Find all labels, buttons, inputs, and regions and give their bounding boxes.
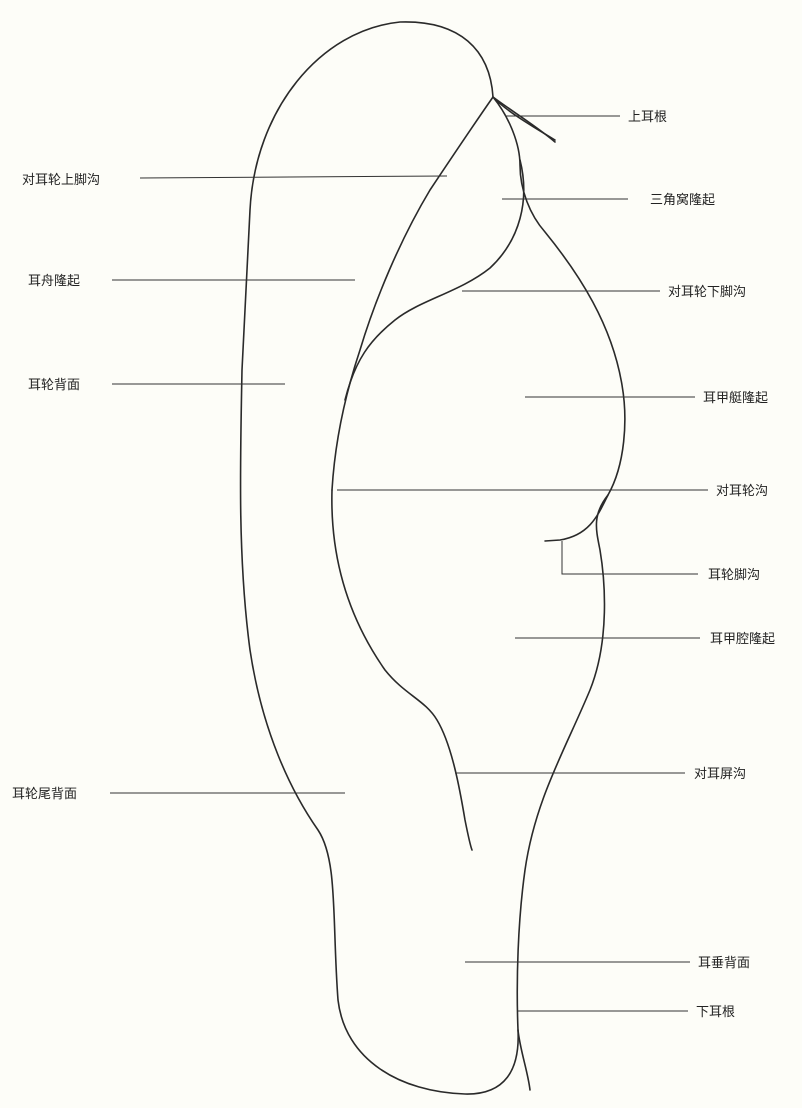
labels: 上耳根 对耳轮上脚沟 三角窝隆起 耳舟隆起 对耳轮下脚沟 耳轮背面 耳甲艇隆起 … xyxy=(12,110,775,1020)
label-xia-er-gen: 下耳根 xyxy=(696,1005,735,1020)
helix-crus-groove-line xyxy=(544,494,609,542)
label-er-zhou-long-qi: 耳舟隆起 xyxy=(28,274,80,289)
label-er-lun-wei-bei-mian: 耳轮尾背面 xyxy=(12,787,77,802)
label-er-chui-bei-mian: 耳垂背面 xyxy=(698,956,750,971)
leader-er-lun-jiao-gou xyxy=(561,541,698,575)
label-dui-er-lun-gou: 对耳轮沟 xyxy=(716,484,768,499)
label-er-jia-qiang-long-qi: 耳甲腔隆起 xyxy=(710,632,775,647)
label-dui-er-lun-xia-jiao-gou: 对耳轮下脚沟 xyxy=(668,284,746,300)
lower-root-line xyxy=(517,1029,531,1091)
label-shang-er-gen: 上耳根 xyxy=(628,110,667,125)
antihelix-groove-line xyxy=(331,489,473,851)
leader-lines xyxy=(110,115,708,1012)
label-san-jiao-wo-long-qi: 三角窝隆起 xyxy=(650,192,715,208)
inferior-crus-groove-line xyxy=(344,159,525,401)
label-dui-er-ping-gou: 对耳屏沟 xyxy=(694,767,746,782)
superior-crus-groove-line xyxy=(331,96,494,491)
label-dui-er-lun-shang-jiao-gou: 对耳轮上脚沟 xyxy=(22,172,100,188)
label-er-jia-ting-long-qi: 耳甲艇隆起 xyxy=(703,391,768,406)
leader-dui-er-lun-shang-jiao-gou xyxy=(139,175,448,179)
label-er-lun-bei-mian: 耳轮背面 xyxy=(28,378,80,393)
ear-outer-contour xyxy=(239,21,626,1095)
upper-root-line xyxy=(492,96,556,143)
label-er-lun-jiao-gou: 耳轮脚沟 xyxy=(708,567,760,583)
